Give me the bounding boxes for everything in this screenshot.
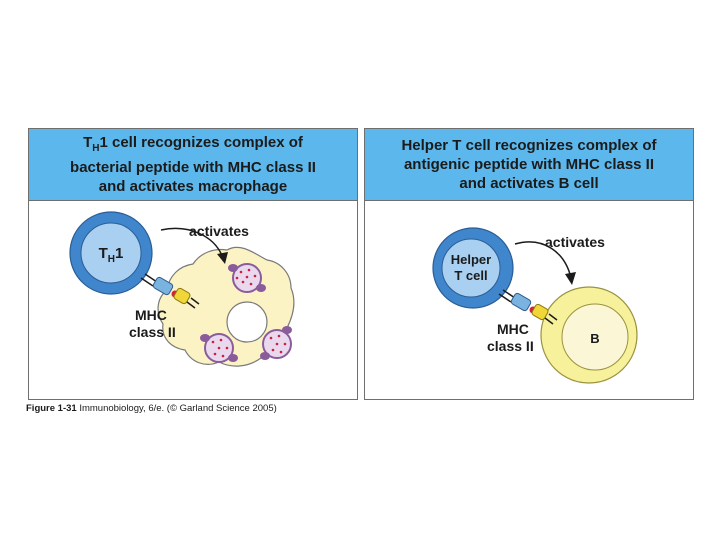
figure-source: Immunobiology, 6/e. (© Garland Science 2… — [79, 403, 277, 414]
mhc-class-label: class II — [487, 338, 534, 354]
diagram-th1-macrophage: TH1 activates MHC class II — [69, 211, 295, 367]
th1-nucleus — [80, 222, 142, 284]
figure-caption: Figure 1-31 Immunobiology, 6/e. (© Garla… — [26, 403, 277, 414]
panel-helper-b-cell: Helper T cell recognizes complex of anti… — [364, 128, 694, 400]
bacterial-vesicle — [228, 263, 266, 293]
figure-number: Figure 1-31 — [26, 403, 77, 414]
bacterial-vesicle — [200, 333, 238, 363]
th1-cell-label: TH1 — [99, 245, 124, 265]
panel-title: Helper T cell recognizes complex of anti… — [401, 136, 656, 193]
activates-arrow — [160, 227, 224, 259]
bacterial-vesicle — [260, 326, 292, 360]
title-text: and activates macrophage — [98, 178, 288, 195]
panel-title: TH1 cell recognizes complex of bacterial… — [70, 133, 316, 196]
title-text: antigenic peptide with MHC class II — [403, 156, 655, 173]
arrow-head-icon — [565, 272, 576, 285]
diagram-helper-b-cell: B Helper T cell activates MHC class II — [432, 227, 638, 384]
tcr-mhc-complex — [140, 273, 200, 309]
title-text: and activates B cell — [459, 175, 599, 192]
title-text: 1 cell recognizes complex of — [99, 134, 303, 151]
panel-th1-macrophage: TH1 cell recognizes complex of bacterial… — [28, 128, 358, 400]
activates-label: activates — [545, 234, 605, 250]
b-cell-label: B — [590, 331, 599, 346]
tcr-mhc-complex — [498, 289, 558, 325]
mhc-label: MHC — [135, 307, 167, 323]
helper-t-nucleus — [441, 238, 501, 298]
panel-header: TH1 cell recognizes complex of bacterial… — [29, 129, 357, 201]
activates-arrow — [514, 241, 572, 279]
b-cell-nucleus — [561, 303, 629, 371]
mhc-label: MHC — [497, 321, 529, 337]
activates-label: activates — [189, 223, 249, 239]
mhc-class-label: class II — [129, 324, 176, 340]
arrow-head-icon — [217, 252, 228, 264]
macrophage-nucleus — [226, 301, 268, 343]
panel-header: Helper T cell recognizes complex of anti… — [365, 129, 693, 201]
title-text: T — [83, 134, 93, 151]
title-subscript: H — [92, 143, 100, 154]
helper-t-label-line2: T cell — [454, 268, 487, 283]
helper-t-label-line1: Helper — [451, 252, 491, 267]
title-text: bacterial peptide with MHC class II — [70, 159, 316, 176]
title-text: Helper T cell recognizes complex of — [401, 137, 657, 154]
